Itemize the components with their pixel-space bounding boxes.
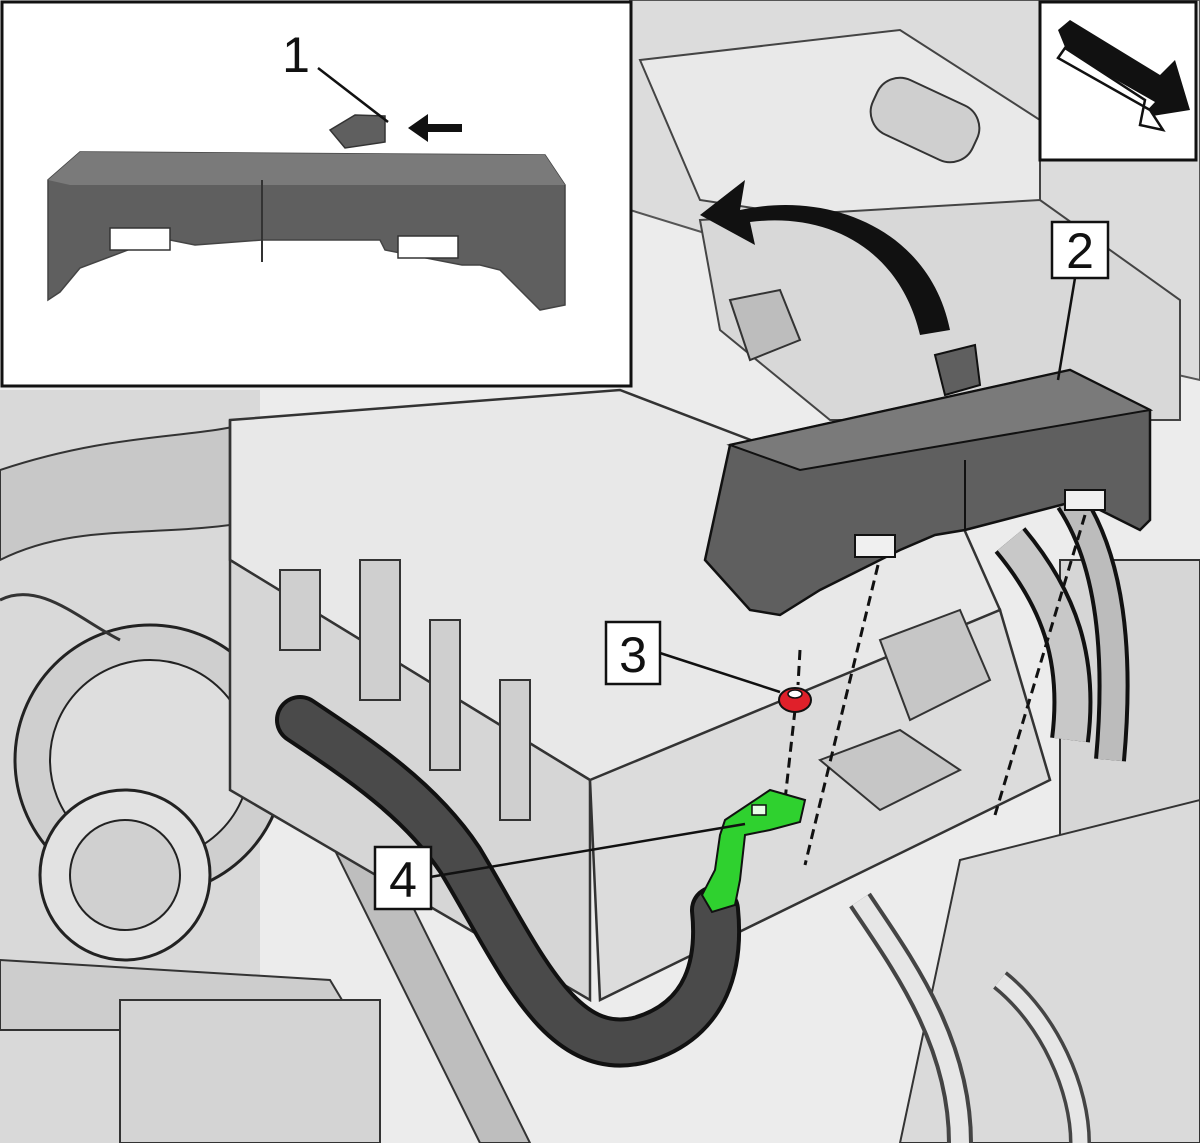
bracket bbox=[700, 788, 807, 914]
curved-arrow-icon bbox=[700, 180, 950, 335]
terminal-cover bbox=[703, 343, 1154, 617]
callout-3: 3 bbox=[604, 620, 662, 686]
battery-cable bbox=[275, 491, 1130, 1068]
engine-right bbox=[849, 559, 1200, 1143]
callout-3-label: 3 bbox=[619, 627, 647, 683]
installation-lines bbox=[783, 514, 1087, 866]
detail-inset bbox=[0, 0, 633, 388]
pointer-arrow-icon bbox=[408, 114, 462, 142]
callout-2: 2 bbox=[1050, 220, 1110, 280]
callout-4-label: 4 bbox=[389, 852, 417, 908]
inset-terminal-cover bbox=[47, 114, 566, 311]
callout-leaders bbox=[317, 67, 1077, 879]
callout-2-label: 2 bbox=[1066, 223, 1094, 279]
orientation-box bbox=[1038, 0, 1198, 162]
callout-1-label: 1 bbox=[282, 27, 310, 83]
nut bbox=[778, 687, 812, 713]
direction-arrow-icon bbox=[1058, 20, 1190, 118]
callout-4: 4 bbox=[373, 845, 433, 911]
